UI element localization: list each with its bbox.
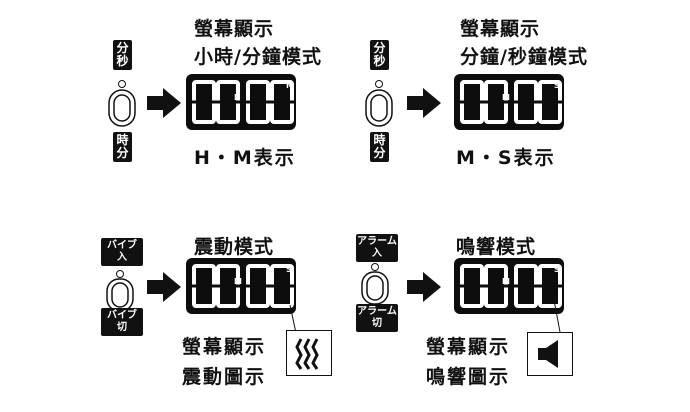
- digit-0: [484, 80, 508, 124]
- panel-title: 鳴響模式: [456, 236, 537, 258]
- indicator-s: S: [554, 81, 560, 90]
- slide-switch[interactable]: [108, 89, 136, 127]
- tag-label: 時 分: [373, 133, 386, 160]
- digit-0: [484, 264, 508, 308]
- tag-hour-min: 時 分: [113, 132, 132, 162]
- arrow-right-icon: [407, 272, 441, 302]
- indicator-m: M: [502, 277, 510, 286]
- tag-vibe-off: バイブ 切: [101, 308, 143, 336]
- digit-0: [514, 264, 538, 308]
- tag-label: 分 秒: [373, 41, 386, 68]
- indicator-dot: [375, 80, 383, 88]
- digit-0: [216, 80, 240, 124]
- indicator-m: M: [234, 277, 242, 286]
- arrow-right-icon: [147, 88, 181, 118]
- tag-label: 分 秒: [116, 41, 129, 68]
- seven-segment-digits: MS: [460, 264, 562, 308]
- callout-line: [289, 305, 297, 334]
- digit-0: [270, 264, 294, 308]
- indicator-s: S: [554, 265, 560, 274]
- digit-0: [192, 80, 216, 124]
- indicator-s: S: [286, 265, 292, 274]
- tag-alarm-off: アラーム 切: [356, 304, 398, 332]
- panel-title: 震動模式: [194, 236, 275, 258]
- tag-alarm-on: アラーム 入: [356, 234, 398, 262]
- panel-caption: H・M表示: [194, 147, 296, 169]
- digit-0: [246, 80, 270, 124]
- tag-hour-min: 時 分: [370, 132, 389, 162]
- seven-segment-digits: MS: [460, 80, 562, 124]
- tag-vibe-on: バイブ 入: [101, 238, 143, 266]
- seven-segment-digits: MS: [192, 264, 294, 308]
- tag-label: バイブ 入: [107, 240, 137, 263]
- panel-caption: M・S表示: [456, 147, 556, 169]
- arrow-right-icon: [407, 88, 441, 118]
- indicator-dot: [116, 270, 124, 278]
- slide-switch[interactable]: [365, 89, 393, 127]
- digit-0: [216, 264, 240, 308]
- digit-0: [514, 80, 538, 124]
- indicator-m: M: [286, 81, 294, 90]
- digit-0: [192, 264, 216, 308]
- slide-switch[interactable]: [361, 271, 389, 305]
- slide-switch[interactable]: [106, 278, 134, 312]
- vibration-icon: [295, 338, 319, 370]
- indicator-dot: [371, 263, 379, 271]
- speaker-icon: [538, 340, 558, 368]
- panel-title-line1: 螢幕顯示: [460, 18, 541, 40]
- tag-min-sec: 分 秒: [370, 40, 389, 70]
- caption-line1: 螢幕顯示: [182, 336, 267, 358]
- caption-line2: 震動圖示: [182, 366, 267, 388]
- vibration-icon-box: [286, 330, 332, 376]
- tag-label: バイブ 切: [107, 310, 137, 333]
- indicator-h: H: [234, 93, 241, 102]
- digit-0: [460, 264, 484, 308]
- indicator-m: M: [502, 93, 510, 102]
- seven-segment-digits: HM: [192, 80, 294, 124]
- caption-line2: 鳴響圖示: [426, 366, 511, 388]
- digit-0: [460, 80, 484, 124]
- digit-0: [270, 80, 294, 124]
- speaker-icon-box: [527, 332, 573, 376]
- tag-label: 時 分: [116, 133, 129, 160]
- tag-label: アラーム 切: [357, 306, 397, 329]
- panel-title-line2: 分鐘/秒鐘模式: [460, 46, 588, 68]
- arrow-right-icon: [147, 272, 181, 302]
- callout-line: [553, 300, 561, 333]
- digit-0: [538, 264, 562, 308]
- panel-title-line2: 小時/分鐘模式: [194, 46, 322, 68]
- digit-0: [246, 264, 270, 308]
- tag-min-sec: 分 秒: [113, 40, 132, 70]
- tag-label: アラーム 入: [357, 236, 397, 259]
- digit-0: [538, 80, 562, 124]
- caption-line1: 螢幕顯示: [426, 336, 511, 358]
- indicator-dot: [118, 80, 126, 88]
- panel-title-line1: 螢幕顯示: [194, 18, 275, 40]
